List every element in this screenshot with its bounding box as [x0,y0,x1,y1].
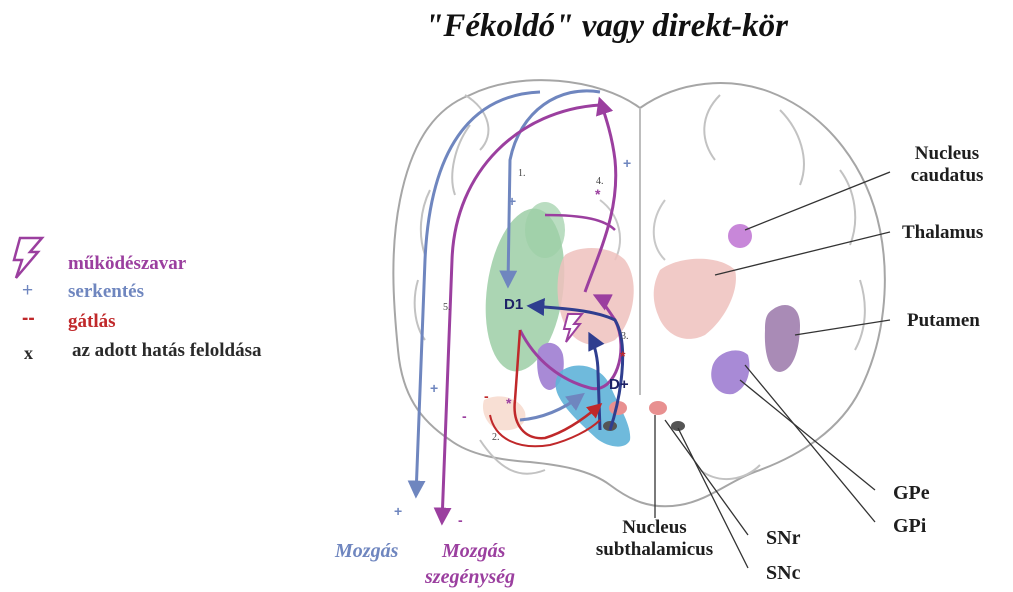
label-snc: SNc [766,562,800,585]
label-gpi: GPi [893,515,926,538]
label-nucleus-subthalamicus: Nucleus subthalamicus [592,517,717,561]
cross-mark-2: * [506,395,511,411]
caudate-region-right [728,224,752,248]
label-putamen: Putamen [907,310,980,332]
sign-plus-5: + [430,380,438,396]
sign-plus-4: + [623,155,631,171]
brain-outline [393,80,884,506]
output-movement-label: Mozgás [335,540,398,563]
label-nucleus-caudatus: Nucleus caudatus [907,143,987,187]
pathway-number-5: 5. [443,302,451,313]
legend-excitation-symbol: + [22,280,33,302]
label-gpe: GPe [893,482,930,505]
red-nucleus-right [649,401,667,415]
label-thalamus: Thalamus [902,222,983,244]
legend-inhibition-symbol: -- [22,308,35,330]
caudate-region-left [525,202,565,258]
legend-release-symbol: x [24,343,33,364]
thalamus-region-right [654,259,736,339]
legend-inhibition-label: gátlás [68,311,116,333]
output-poverty-sign: - [458,512,463,528]
label-nucleus-caudatus-text: Nucleus caudatus [907,143,987,187]
sign-minus-left: - [462,408,467,424]
putamen-region-right [765,305,800,372]
label-nucleus-subthalamicus-text: Nucleus subthalamicus [592,517,717,561]
cross-mark-4: * [595,186,600,202]
pathway-number-1: 1. [518,168,526,179]
cross-mark-3: * [620,348,625,364]
output-movement-sign: + [394,503,402,519]
sign-plus-1: + [508,193,516,209]
pathway-number-2: 2. [492,432,500,443]
sign-minus-red: - [484,388,489,404]
legend-malfunction-label: működészavar [68,253,186,275]
output-poverty-label-line1: Mozgás [442,540,505,563]
lightning-icon [14,238,42,278]
legend-excitation-label: serkentés [68,281,144,303]
receptor-d-plus: D+ [609,376,629,393]
label-snr: SNr [766,527,800,550]
pathway-number-3: 3. [621,331,629,342]
gp-region-right [711,350,749,394]
receptor-d1: D1 [504,296,523,313]
legend-release-label: az adott hatás feloldása [72,340,261,362]
snc-region-right [671,421,685,431]
output-poverty-label-line2: szegénység [425,566,515,589]
page-title: "Fékoldó" vagy direkt-kör [425,8,788,45]
